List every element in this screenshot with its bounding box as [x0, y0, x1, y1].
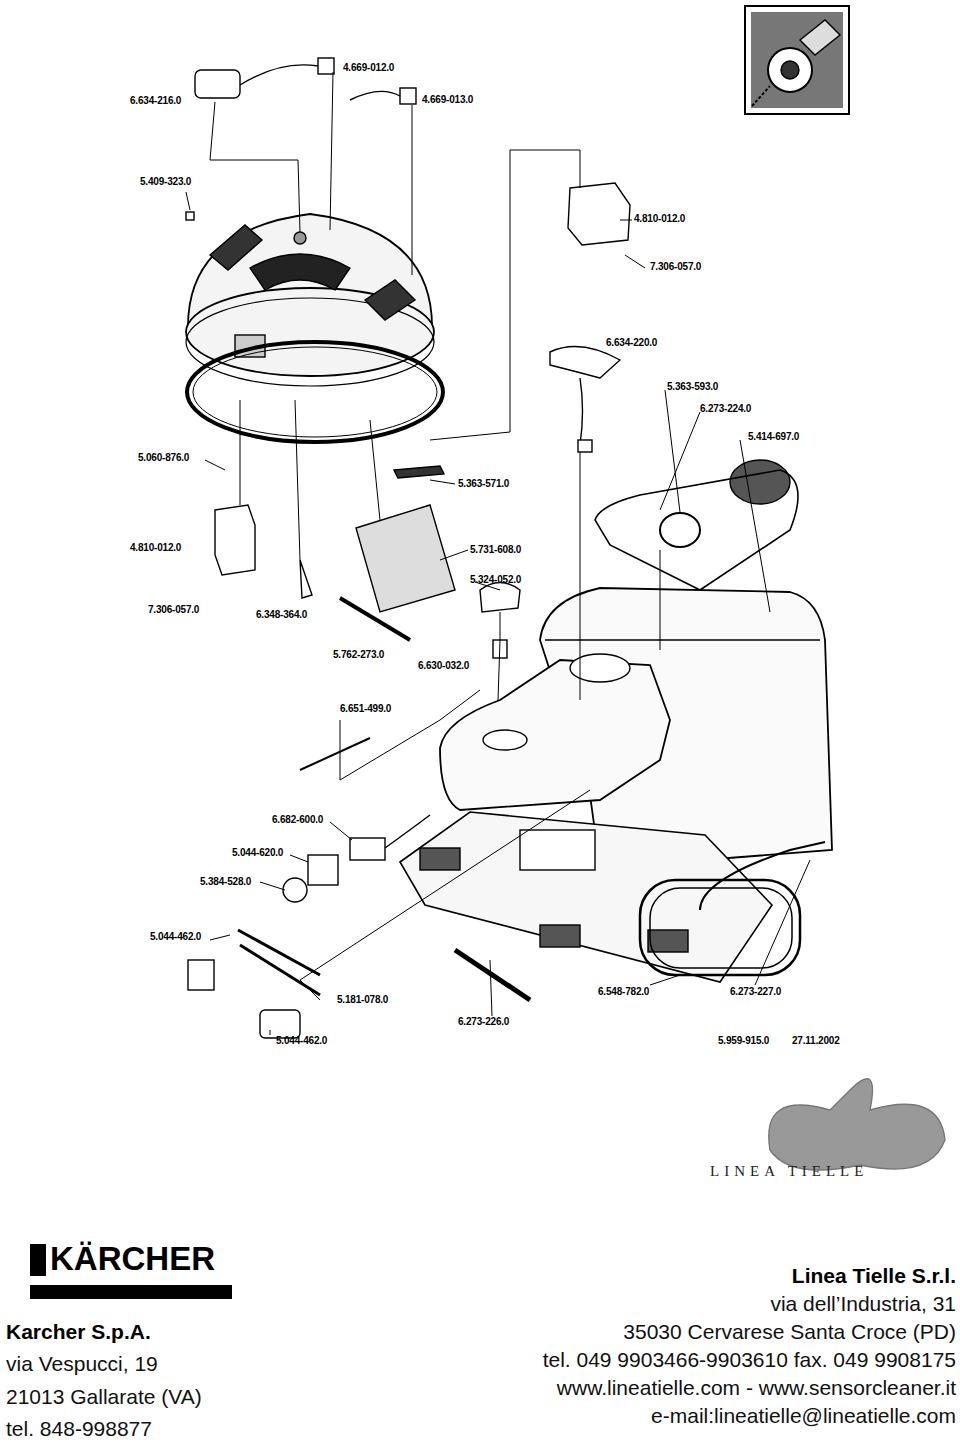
part-number: 4.810-012.0: [634, 213, 685, 224]
part-number: 5.363-593.0: [667, 381, 718, 392]
leaf-logo: [769, 1079, 945, 1170]
part-number: 5.060-876.0: [138, 452, 189, 463]
part-number: 6.634-220.0: [606, 337, 657, 348]
address-line: via Vespucci, 19: [6, 1352, 158, 1376]
icon: [745, 6, 849, 114]
part-number: 6.634-216.0: [130, 95, 181, 106]
brand-logo: LINEA TIELLE: [710, 1163, 868, 1180]
brand-logo: KÄRCHER: [50, 1240, 215, 1278]
part-number: 7.306-057.0: [148, 604, 199, 615]
company-name: Karcher S.p.A.: [6, 1320, 151, 1344]
part-number: 5.414-697.0: [748, 431, 799, 442]
part-number: 6.273-227.0: [730, 986, 781, 997]
part-number: 7.306-057.0: [650, 261, 701, 272]
part-number: 5.044-462.0: [276, 1035, 327, 1046]
part-number: 4.669-012.0: [343, 62, 394, 73]
part-number: 4.810-012.0: [130, 542, 181, 553]
part-number: 5.959-915.0: [718, 1035, 769, 1046]
part-number: 5.044-620.0: [232, 847, 283, 858]
address-line: e-mail:lineatielle@lineatielle.com: [651, 1404, 956, 1428]
part-number: 27.11.2002: [792, 1035, 840, 1046]
company-name: Linea Tielle S.r.l.: [792, 1264, 956, 1288]
part-number: 6.548-782.0: [598, 986, 649, 997]
part-number: 5.762-273.0: [333, 649, 384, 660]
address-line: via dell’Industria, 31: [770, 1292, 956, 1316]
address-line: 21013 Gallarate (VA): [6, 1385, 202, 1409]
part-number: 5.731-608.0: [470, 544, 521, 555]
address-line: www.lineatielle.com - www.sensorcleaner.…: [557, 1376, 956, 1400]
address-line: tel. 848-998877: [6, 1417, 152, 1441]
part-number: 5.363-571.0: [458, 478, 509, 489]
address-line: tel. 049 9903466-9903610 fax. 049 990817…: [543, 1348, 956, 1372]
address-line: 35030 Cervarese Santa Croce (PD): [623, 1320, 956, 1344]
part-number: 6.273-224.0: [700, 403, 751, 414]
part-number: 6.682-600.0: [272, 814, 323, 825]
part-number: 5.409-323.0: [140, 176, 191, 187]
part-number: 6.630-032.0: [418, 660, 469, 671]
part-number: 5.044-462.0: [150, 931, 201, 942]
part-number: 6.651-499.0: [340, 703, 391, 714]
part-number: 4.669-013.0: [422, 94, 473, 105]
lid: [186, 214, 434, 386]
part-number: 6.273-226.0: [458, 1016, 509, 1027]
leader-lines: [186, 72, 810, 1035]
part-number: 5.324-052.0: [470, 574, 521, 585]
part-number: 5.181-078.0: [337, 994, 388, 1005]
part-number: 6.348-364.0: [256, 609, 307, 620]
part-number: 5.384-528.0: [200, 876, 251, 887]
